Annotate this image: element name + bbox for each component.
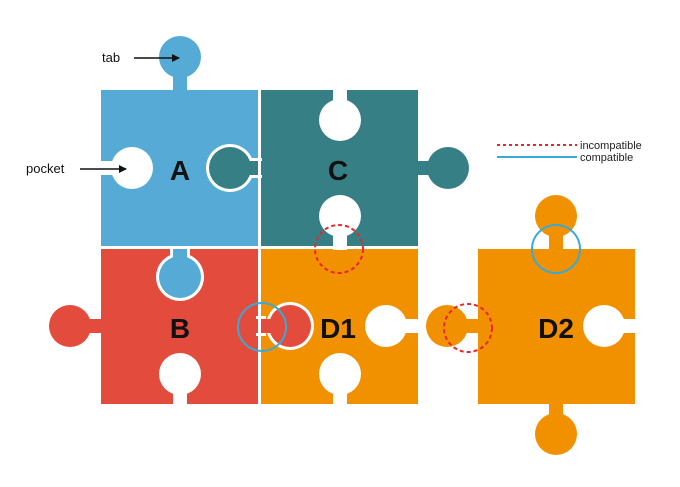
- pocket-d1-right: [365, 305, 407, 347]
- piece-d2-tab-bottom-neck: [549, 402, 563, 424]
- piece-d2-tab-left: [426, 305, 468, 347]
- legend: incompatible compatible: [497, 140, 642, 164]
- pocket-c-top: [319, 99, 361, 141]
- piece-a-tab-top-neck: [173, 70, 187, 92]
- seams: [99, 88, 420, 406]
- piece-c-tab-right: [427, 147, 469, 189]
- piece-c-tab-right-neck: [416, 161, 436, 175]
- piece-a-tab-top: [159, 36, 201, 78]
- pocket-a-left-neck: [98, 161, 122, 175]
- piece-d2-tab-top-neck: [549, 229, 563, 251]
- marker-b-d1-compatible: [237, 302, 287, 352]
- pocket-c-bottom: [319, 195, 361, 237]
- pocket-b-bottom-neck: [173, 385, 187, 407]
- pocket-d2-right-neck: [615, 319, 639, 333]
- marker-d1-d2-incompatible: [443, 303, 493, 353]
- pocket-a-left: [111, 147, 153, 189]
- pocket-b-bottom: [159, 353, 201, 395]
- marker-d2-top-compatible: [531, 224, 581, 274]
- pocket-c-top-neck: [333, 86, 347, 108]
- pocket-callout-label: pocket: [26, 161, 65, 176]
- legend-compatible-label: compatible: [580, 152, 633, 164]
- piece-b-label: B: [170, 313, 190, 344]
- piece-d2-tab-left-neck: [461, 319, 481, 333]
- pocket-d1-bottom: [319, 353, 361, 395]
- piece-d2-tab-bottom: [535, 413, 577, 455]
- marker-c-d1-incompatible: [314, 224, 364, 274]
- pocket-d1-bottom-neck: [333, 385, 347, 407]
- piece-b-tab-left-neck: [84, 319, 104, 333]
- pocket-d1-right-neck: [398, 319, 422, 333]
- piece-d2-label: D2: [538, 313, 574, 344]
- piece-d1-label: D1: [320, 313, 356, 344]
- piece-b-tab-left: [49, 305, 91, 347]
- piece-b-tab-in-d1: [269, 305, 311, 347]
- pocket-c-bottom-neck: [333, 228, 347, 250]
- legend-incompatible-label: incompatible: [580, 140, 642, 152]
- piece-c-label: C: [328, 155, 348, 186]
- piece-a-tab-in-b: [159, 256, 201, 298]
- pocket-d2-right: [583, 305, 625, 347]
- piece-a-label: A: [170, 155, 190, 186]
- tab-callout-label: tab: [102, 50, 120, 65]
- piece-a-tab-in-b-neck: [173, 244, 187, 266]
- piece-c-tab-in-a: [209, 147, 251, 189]
